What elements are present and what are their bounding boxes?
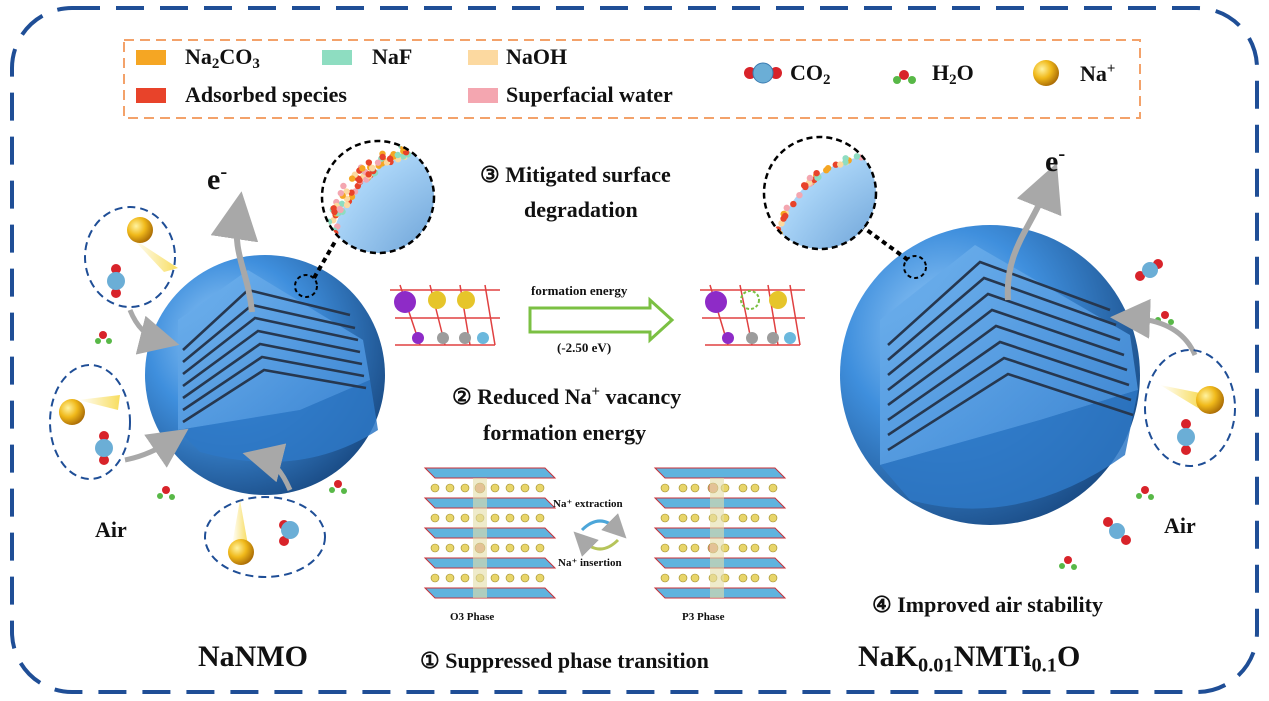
p3-phase-label: P3 Phase	[682, 611, 725, 623]
step4-label: ④ Improved air stability	[872, 592, 1103, 617]
step3-line1: ③ Mitigated surface	[480, 162, 671, 187]
air-label-right: Air	[1164, 513, 1196, 538]
gray-arrow	[1110, 298, 1198, 357]
h2o-molecule-icon	[1059, 556, 1077, 570]
vacancy-marker	[740, 290, 760, 310]
gray-arrow	[124, 428, 189, 468]
step2-line2: formation energy	[483, 420, 647, 445]
legend-swatch-water	[468, 88, 498, 103]
electron-arrow-right	[1004, 162, 1062, 301]
doped-title: NaK0.01NMTi0.1O	[858, 640, 1081, 677]
na-co2-group-top-left	[84, 206, 178, 308]
gray-arrow	[127, 309, 180, 355]
co2-molecule-icon	[1135, 259, 1163, 281]
h2o-molecule-icon	[95, 331, 112, 344]
gray-arrow	[242, 443, 293, 491]
legend-swatch-na2co3	[136, 50, 166, 65]
formation-energy-arrow	[528, 296, 675, 344]
h2o-molecule-icon	[1136, 486, 1154, 500]
na-co2-group-bottom-left	[204, 496, 326, 578]
formation-energy-value: (-2.50 eV)	[557, 340, 612, 355]
step2-line1: ② Reduced Na+ vacancy	[452, 384, 682, 410]
na-insertion-label: Na⁺ insertion	[558, 557, 622, 569]
zoom-line-left	[312, 238, 338, 280]
legend-label-water: Superfacial water	[506, 82, 673, 107]
na-extraction-label: Na⁺ extraction	[553, 498, 623, 510]
co2-molecule-icon	[1103, 517, 1131, 545]
crystal-structure-after	[700, 284, 805, 346]
legend-swatch-adsorbed	[136, 88, 166, 103]
nanmo-particle	[145, 255, 385, 495]
h2o-molecule-icon	[329, 480, 347, 494]
crystal-structure-before	[390, 284, 500, 346]
p3-phase-structure	[653, 467, 787, 599]
na-co2-group-right	[1144, 349, 1236, 467]
legend-label-na2co3: Na2CO3	[185, 44, 260, 73]
h2o-molecule-icon	[893, 70, 916, 84]
legend-label-co2: CO2	[790, 60, 831, 89]
nanmo-title: NaNMO	[198, 640, 308, 673]
legend-label-naoh: NaOH	[506, 44, 568, 69]
formation-energy-label: formation energy	[531, 283, 628, 298]
legend-box	[123, 39, 1141, 119]
legend-label-naf: NaF	[372, 44, 413, 69]
electron-arrow-left	[210, 191, 259, 313]
legend-label-na-ion: Na+	[1080, 61, 1116, 87]
legend-swatch-naf	[322, 50, 352, 65]
legend-label-adsorbed: Adsorbed species	[185, 82, 347, 107]
legend-swatch-naoh	[468, 50, 498, 65]
na-ion-icon	[1033, 60, 1059, 86]
doped-particle	[840, 225, 1140, 525]
step1-label: ① Suppressed phase transition	[420, 648, 709, 673]
electron-label-left: e-	[207, 161, 228, 197]
co2-molecule-icon	[744, 62, 782, 84]
legend-label-h2o: H2O	[932, 60, 974, 89]
electron-label-right: e-	[1045, 143, 1066, 179]
o3-phase-structure	[423, 467, 557, 599]
air-label-left: Air	[95, 517, 127, 542]
zoom-circle-right	[762, 135, 878, 251]
step3-line2: degradation	[524, 197, 638, 222]
zoom-spot-left	[294, 274, 318, 298]
zoom-spot-right	[903, 255, 927, 279]
cycle-arrows-icon	[573, 513, 627, 557]
zoom-line-right	[858, 223, 910, 262]
o3-phase-label: O3 Phase	[450, 611, 495, 623]
outer-frame	[10, 6, 1259, 694]
h2o-molecule-icon	[157, 486, 175, 500]
na-co2-group-mid-left	[49, 364, 131, 480]
